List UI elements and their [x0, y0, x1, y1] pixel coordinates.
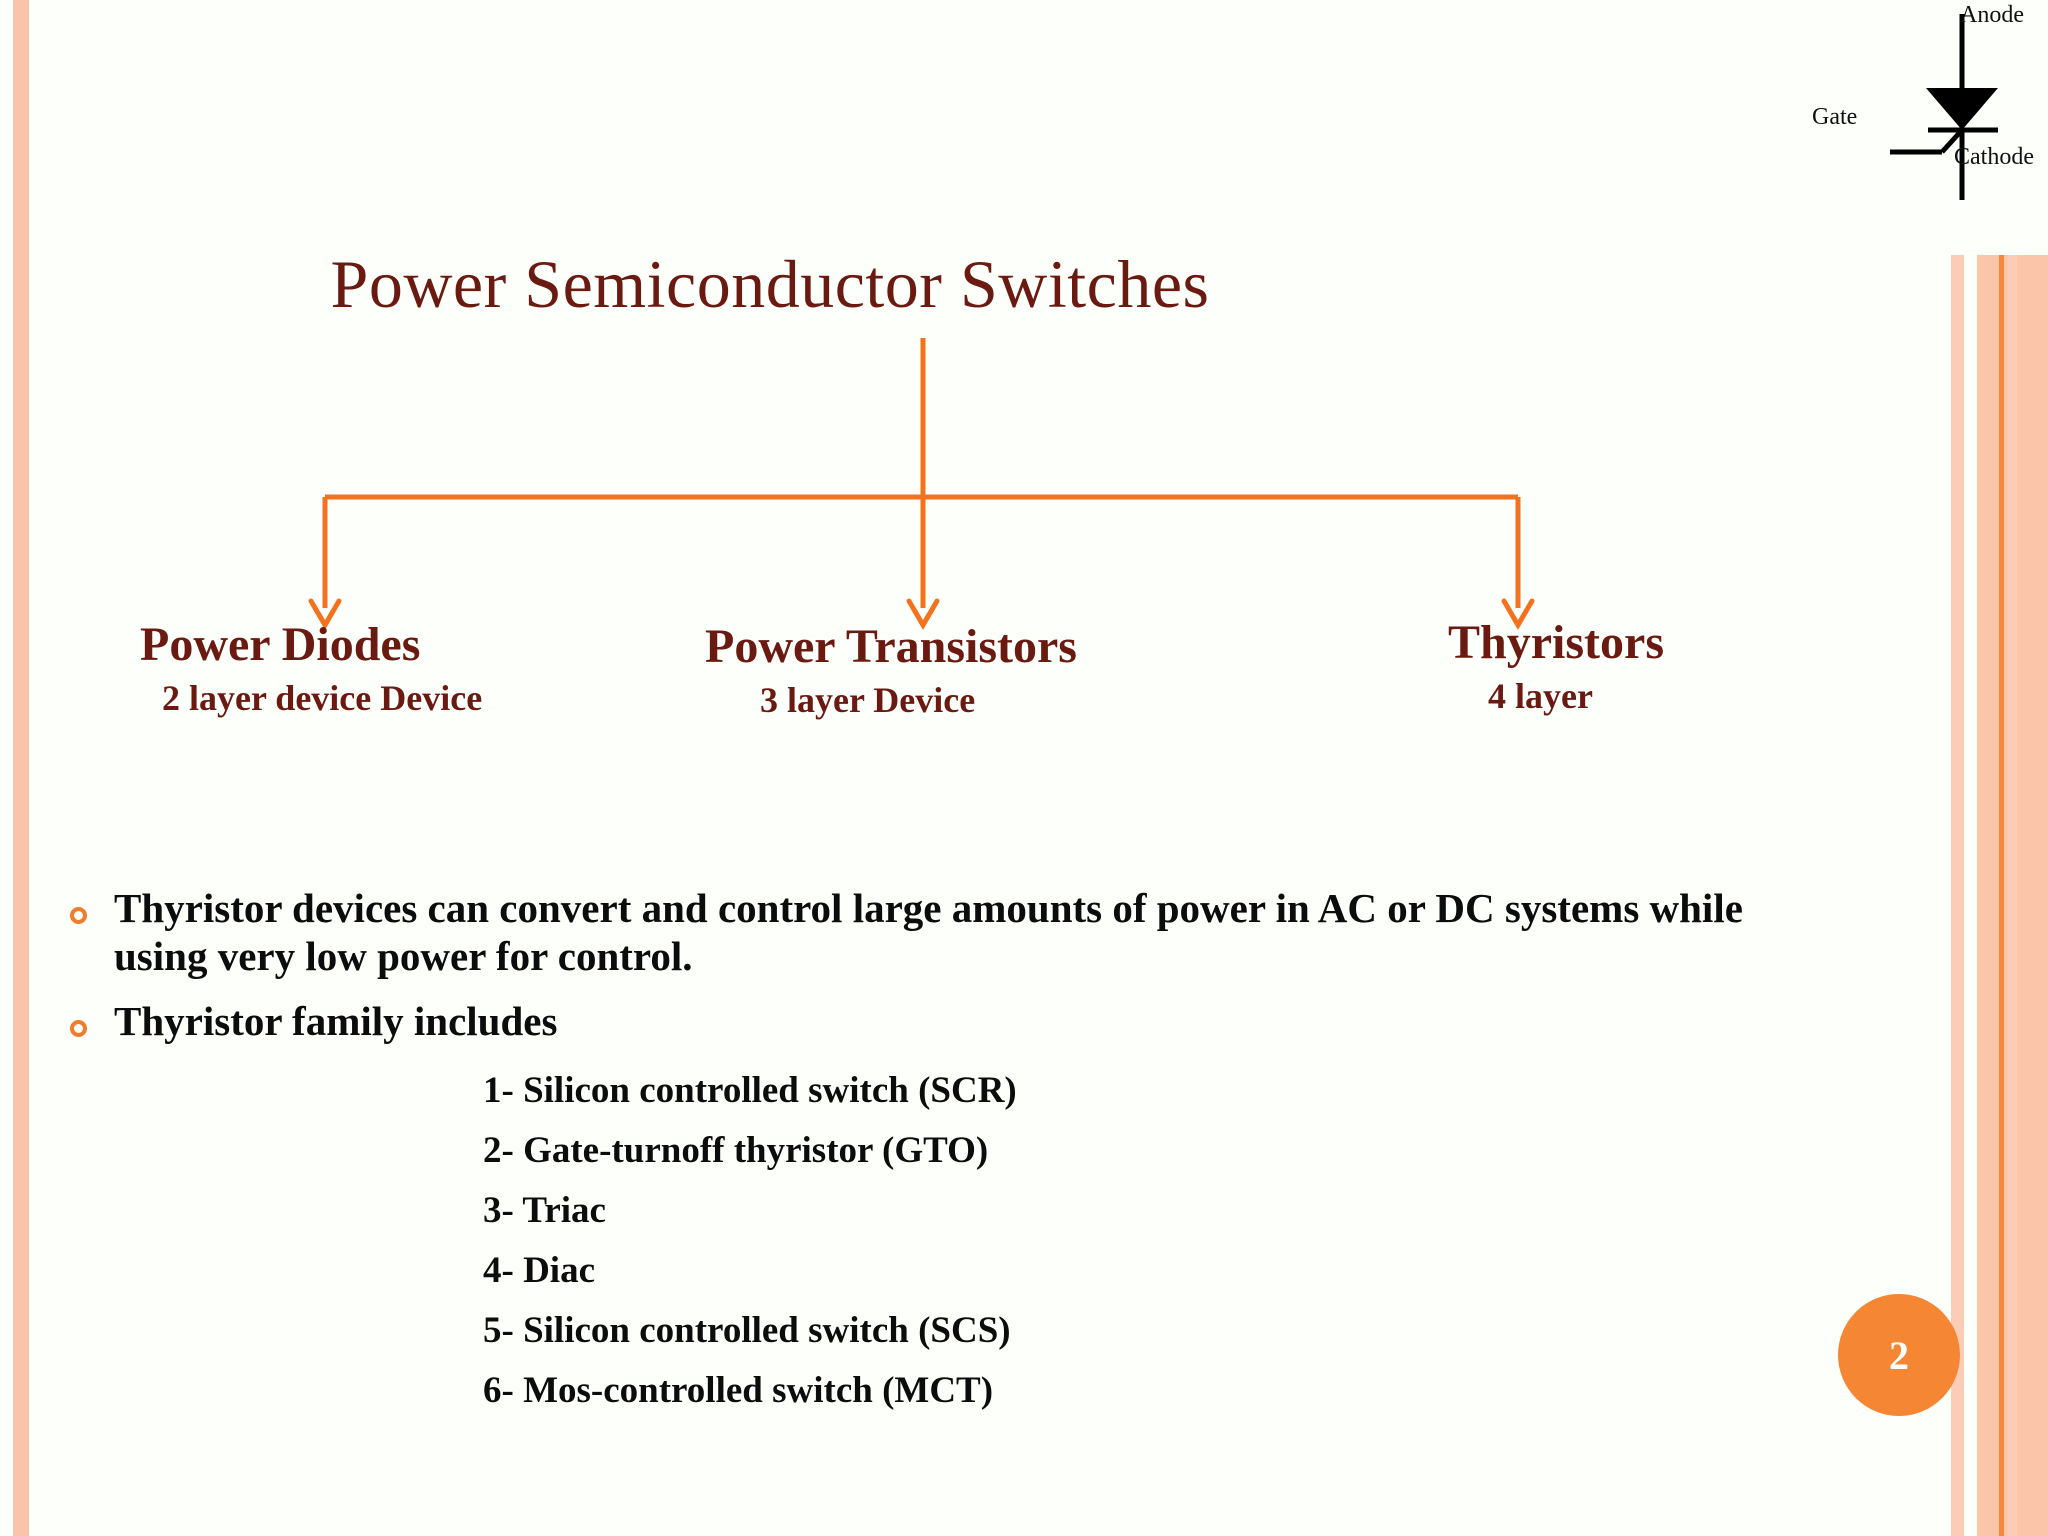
branch-thyristors-subtitle: 4 layer: [1488, 676, 1593, 717]
left-edge-stripe: [13, 0, 29, 1536]
bullet-text: Thyristor devices can convert and contro…: [114, 885, 1743, 980]
list-item: Thyristor devices can convert and contro…: [70, 884, 1770, 981]
branch-power-diodes: Power Diodes 2 layer device Device: [140, 618, 560, 719]
branch-power-transistors: Power Transistors 3 layer Device: [705, 620, 1225, 721]
page-number-badge: 2: [1838, 1294, 1960, 1416]
list-item: 1- Silicon controlled switch (SCR): [483, 1070, 1017, 1111]
right-edge-stripe-thin: [1951, 255, 1964, 1536]
bullet-list: Thyristor devices can convert and contro…: [70, 884, 1770, 1061]
branch-power-diodes-title: Power Diodes: [140, 618, 421, 671]
right-edge-stripe-line: [1999, 255, 2004, 1536]
list-item: 5- Silicon controlled switch (SCS): [483, 1310, 1011, 1351]
gate-label: Gate: [1812, 104, 1858, 130]
right-edge-stripe-pale: [2008, 255, 2017, 1536]
list-item: 3- Triac: [483, 1190, 606, 1231]
list-item: 2- Gate-turnoff thyristor (GTO): [483, 1130, 989, 1171]
circle-outline-icon: [70, 884, 114, 930]
page-number: 2: [1889, 1332, 1909, 1378]
thyristor-family-list: 1- Silicon controlled switch (SCR) 2- Ga…: [483, 1072, 1683, 1432]
branch-power-transistors-title: Power Transistors: [705, 620, 1077, 673]
branch-thyristors: Thyristors 4 layer: [1448, 616, 1808, 717]
branch-thyristors-title: Thyristors: [1448, 616, 1664, 669]
list-item: Thyristor family includes: [70, 997, 1770, 1045]
circle-outline-icon: [70, 997, 114, 1043]
thyristor-symbol: Anode Gate Cathode: [1812, 0, 2048, 250]
page-title: Power Semiconductor Switches: [330, 246, 1210, 322]
branch-power-transistors-subtitle: 3 layer Device: [760, 680, 976, 721]
list-item: 6- Mos-controlled switch (MCT): [483, 1370, 994, 1411]
cathode-label: Cathode: [1954, 144, 2034, 170]
bullet-text: Thyristor family includes: [114, 997, 558, 1044]
thyristor-symbol-graphic: [1890, 14, 1998, 200]
anode-label: Anode: [1960, 2, 2024, 28]
branch-power-diodes-subtitle: 2 layer device Device: [162, 678, 483, 719]
list-item: 4- Diac: [483, 1250, 595, 1291]
